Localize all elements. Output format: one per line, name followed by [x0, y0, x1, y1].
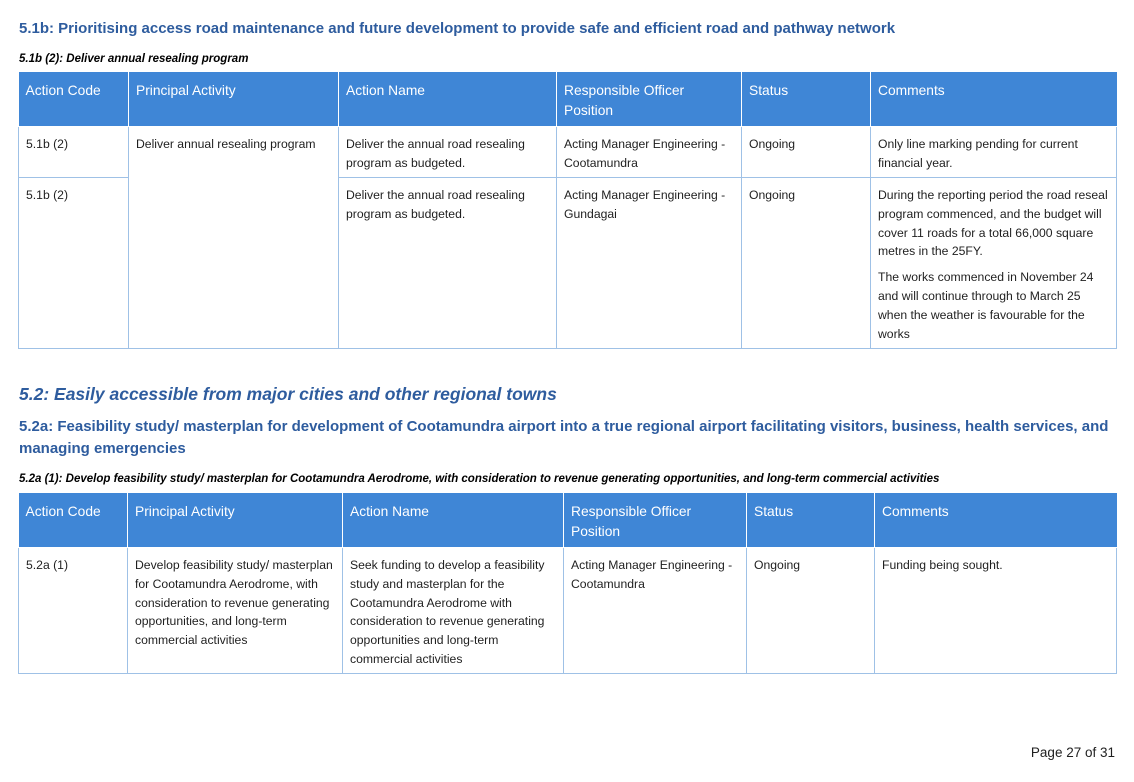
col-comments: Comments [874, 493, 1117, 548]
cell-principal-activity: Deliver annual resealing program [128, 126, 339, 349]
cell-action-name: Deliver the annual road resealing progra… [338, 177, 557, 349]
col-action-code: Action Code [18, 493, 128, 548]
cell-action-name: Seek funding to develop a feasibility st… [342, 547, 564, 674]
table-row: 5.1b (2) Deliver the annual road reseali… [18, 177, 1117, 349]
cell-principal-activity: Develop feasibility study/ masterplan fo… [127, 547, 343, 674]
table-header-row: Action Code Principal Activity Action Na… [18, 72, 1117, 127]
table-5-2a: Action Code Principal Activity Action Na… [18, 493, 1117, 674]
section-5-2a-subheading: 5.2a (1): Develop feasibility study/ mas… [19, 473, 940, 485]
col-action-code: Action Code [18, 72, 129, 127]
cell-status: Ongoing [741, 126, 871, 178]
col-action-name: Action Name [342, 493, 564, 548]
table-5-1b: Action Code Principal Activity Action Na… [18, 72, 1117, 349]
cell-action-code: 5.2a (1) [18, 547, 128, 674]
col-principal-activity: Principal Activity [128, 72, 339, 127]
col-action-name: Action Name [338, 72, 557, 127]
cell-status: Ongoing [746, 547, 875, 674]
cell-comments: Only line marking pending for current fi… [870, 126, 1117, 178]
col-principal-activity: Principal Activity [127, 493, 343, 548]
comment-paragraph: During the reporting period the road res… [878, 188, 1108, 259]
cell-comments: Funding being sought. [874, 547, 1117, 674]
section-5-2-heading: 5.2: Easily accessible from major cities… [19, 384, 557, 404]
cell-responsible-officer: Acting Manager Engineering - Gundagai [556, 177, 742, 349]
section-5-1b-heading: 5.1b: Prioritising access road maintenan… [19, 20, 896, 37]
section-5-1b-subheading: 5.1b (2): Deliver annual resealing progr… [19, 53, 249, 65]
table-row: 5.2a (1) Develop feasibility study/ mast… [18, 547, 1117, 674]
cell-action-code: 5.1b (2) [18, 126, 129, 178]
cell-comments: During the reporting period the road res… [870, 177, 1117, 349]
comment-paragraph: The works commenced in November 24 and w… [878, 270, 1094, 341]
col-responsible-officer: Responsible Officer Position [563, 493, 747, 548]
col-status: Status [741, 72, 871, 127]
cell-responsible-officer: Acting Manager Engineering - Cootamundra [556, 126, 742, 178]
table-header-row: Action Code Principal Activity Action Na… [18, 493, 1117, 548]
cell-status: Ongoing [741, 177, 871, 349]
page-number: Page 27 of 31 [1030, 745, 1115, 760]
table-row: 5.1b (2) Deliver annual resealing progra… [18, 126, 1117, 349]
cell-responsible-officer: Acting Manager Engineering - Cootamundra [563, 547, 747, 674]
col-comments: Comments [870, 72, 1117, 127]
comment-paragraph: Only line marking pending for current fi… [878, 137, 1078, 170]
col-status: Status [746, 493, 875, 548]
cell-action-code: 5.1b (2) [18, 177, 129, 349]
cell-action-name: Deliver the annual road resealing progra… [338, 126, 557, 178]
section-5-2a-heading: 5.2a: Feasibility study/ masterplan for … [19, 418, 1109, 457]
col-responsible-officer: Responsible Officer Position [556, 72, 742, 127]
